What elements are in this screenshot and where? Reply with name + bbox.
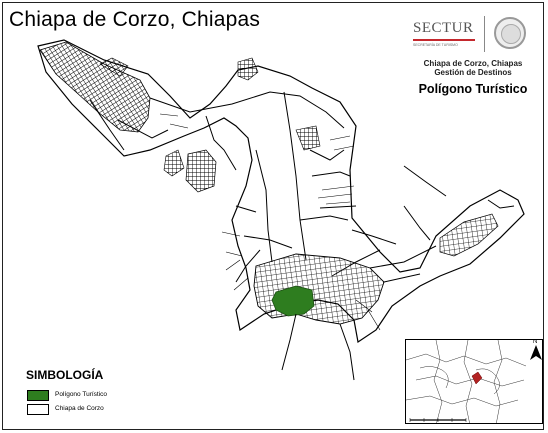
sectur-logo: SECTUR SECRETARÍA DE TURISMO	[408, 14, 532, 56]
road-network	[89, 91, 515, 381]
north-arrow-icon	[530, 345, 542, 360]
locator-inset-map[interactable]: N	[405, 339, 543, 424]
subtitle-block: Chiapa de Corzo, Chiapas Gestión de Dest…	[408, 59, 538, 77]
map-name: Polígono Turístico	[418, 82, 528, 96]
subtitle-department: Gestión de Destinos	[434, 68, 512, 77]
minor-roads	[159, 113, 381, 331]
subtitle-location: Chiapa de Corzo, Chiapas	[423, 59, 523, 68]
sectur-wordmark: SECTUR	[413, 20, 474, 36]
east-district	[439, 213, 499, 257]
legend-label: Polígono Turístico	[55, 391, 108, 398]
map-title: Chiapa de Corzo, Chiapas	[9, 8, 261, 31]
sectur-subtext: SECRETARÍA DE TURISMO	[413, 43, 458, 47]
logo-divider	[484, 16, 485, 52]
legend-swatch-green	[27, 390, 49, 401]
sectur-underline	[413, 39, 475, 41]
legend-title: SIMBOLOGÍA	[26, 368, 104, 382]
tourist-polygon[interactable]	[271, 285, 315, 317]
downtown-grid	[253, 253, 385, 325]
northwest-district	[39, 41, 151, 133]
inset-map-graphic	[406, 340, 542, 423]
legend-swatch-white	[27, 404, 49, 415]
city-boundary	[37, 39, 525, 344]
legend-label: Chiapa de Corzo	[55, 405, 104, 412]
inset-highlight	[471, 371, 483, 385]
government-seal-icon	[494, 17, 526, 49]
central-blocks	[185, 149, 217, 193]
north-label: N	[533, 339, 538, 345]
